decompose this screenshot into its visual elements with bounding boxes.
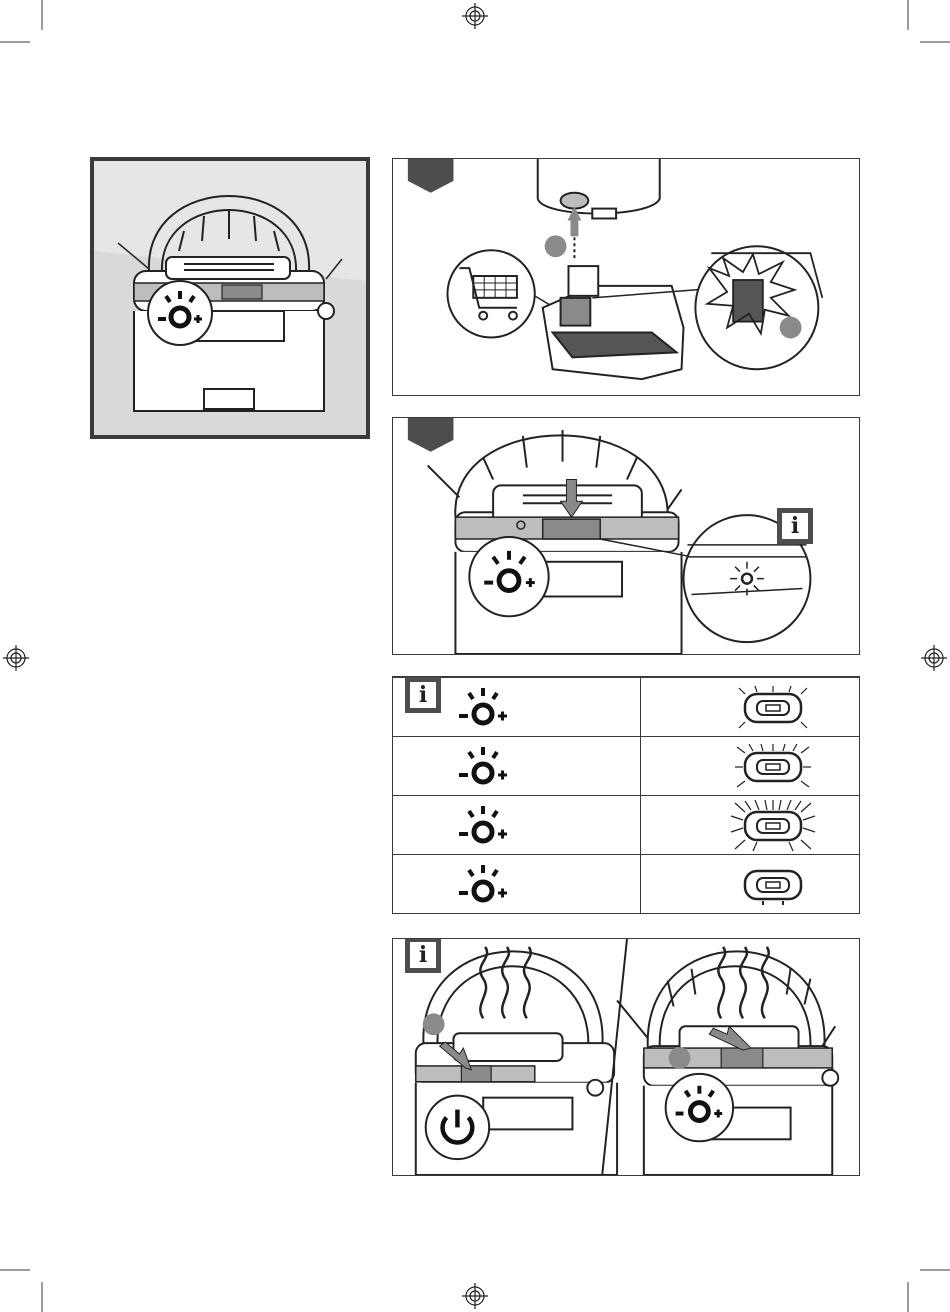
- table-row: [393, 677, 859, 737]
- brightness-icon: [453, 861, 523, 909]
- lantern-overview-illustration: [94, 161, 366, 435]
- brightness-icon: [453, 802, 523, 850]
- battery-insert-illustration: [393, 159, 859, 395]
- info-badge: i: [405, 938, 441, 973]
- light-level-2-icon: [733, 743, 813, 791]
- light-level-3-icon: [733, 684, 813, 732]
- registration-mark-top: [462, 3, 488, 29]
- registration-mark-left: [3, 645, 29, 671]
- registration-mark-bottom: [462, 1283, 488, 1309]
- overview-figure: [90, 157, 370, 439]
- table-row: [393, 854, 859, 914]
- info-badge-glyph: i: [410, 942, 436, 968]
- info-badge: i: [777, 508, 813, 544]
- brightness-button-figure: i: [392, 417, 860, 655]
- brightness-icon: [453, 743, 523, 791]
- info-badge: i: [405, 677, 441, 713]
- info-badge-glyph: i: [410, 682, 436, 708]
- light-off-icon: [733, 861, 813, 909]
- brightness-table: i: [392, 676, 860, 914]
- table-row: [393, 795, 859, 855]
- registration-mark-right: [921, 645, 947, 671]
- power-brightness-illustration: [393, 939, 859, 1175]
- power-brightness-figure: i: [392, 938, 860, 1176]
- table-row: [393, 736, 859, 796]
- battery-insert-figure: [392, 158, 860, 396]
- brightness-icon: [453, 684, 523, 732]
- info-badge-glyph: i: [782, 513, 808, 539]
- light-level-1-icon: [729, 800, 817, 852]
